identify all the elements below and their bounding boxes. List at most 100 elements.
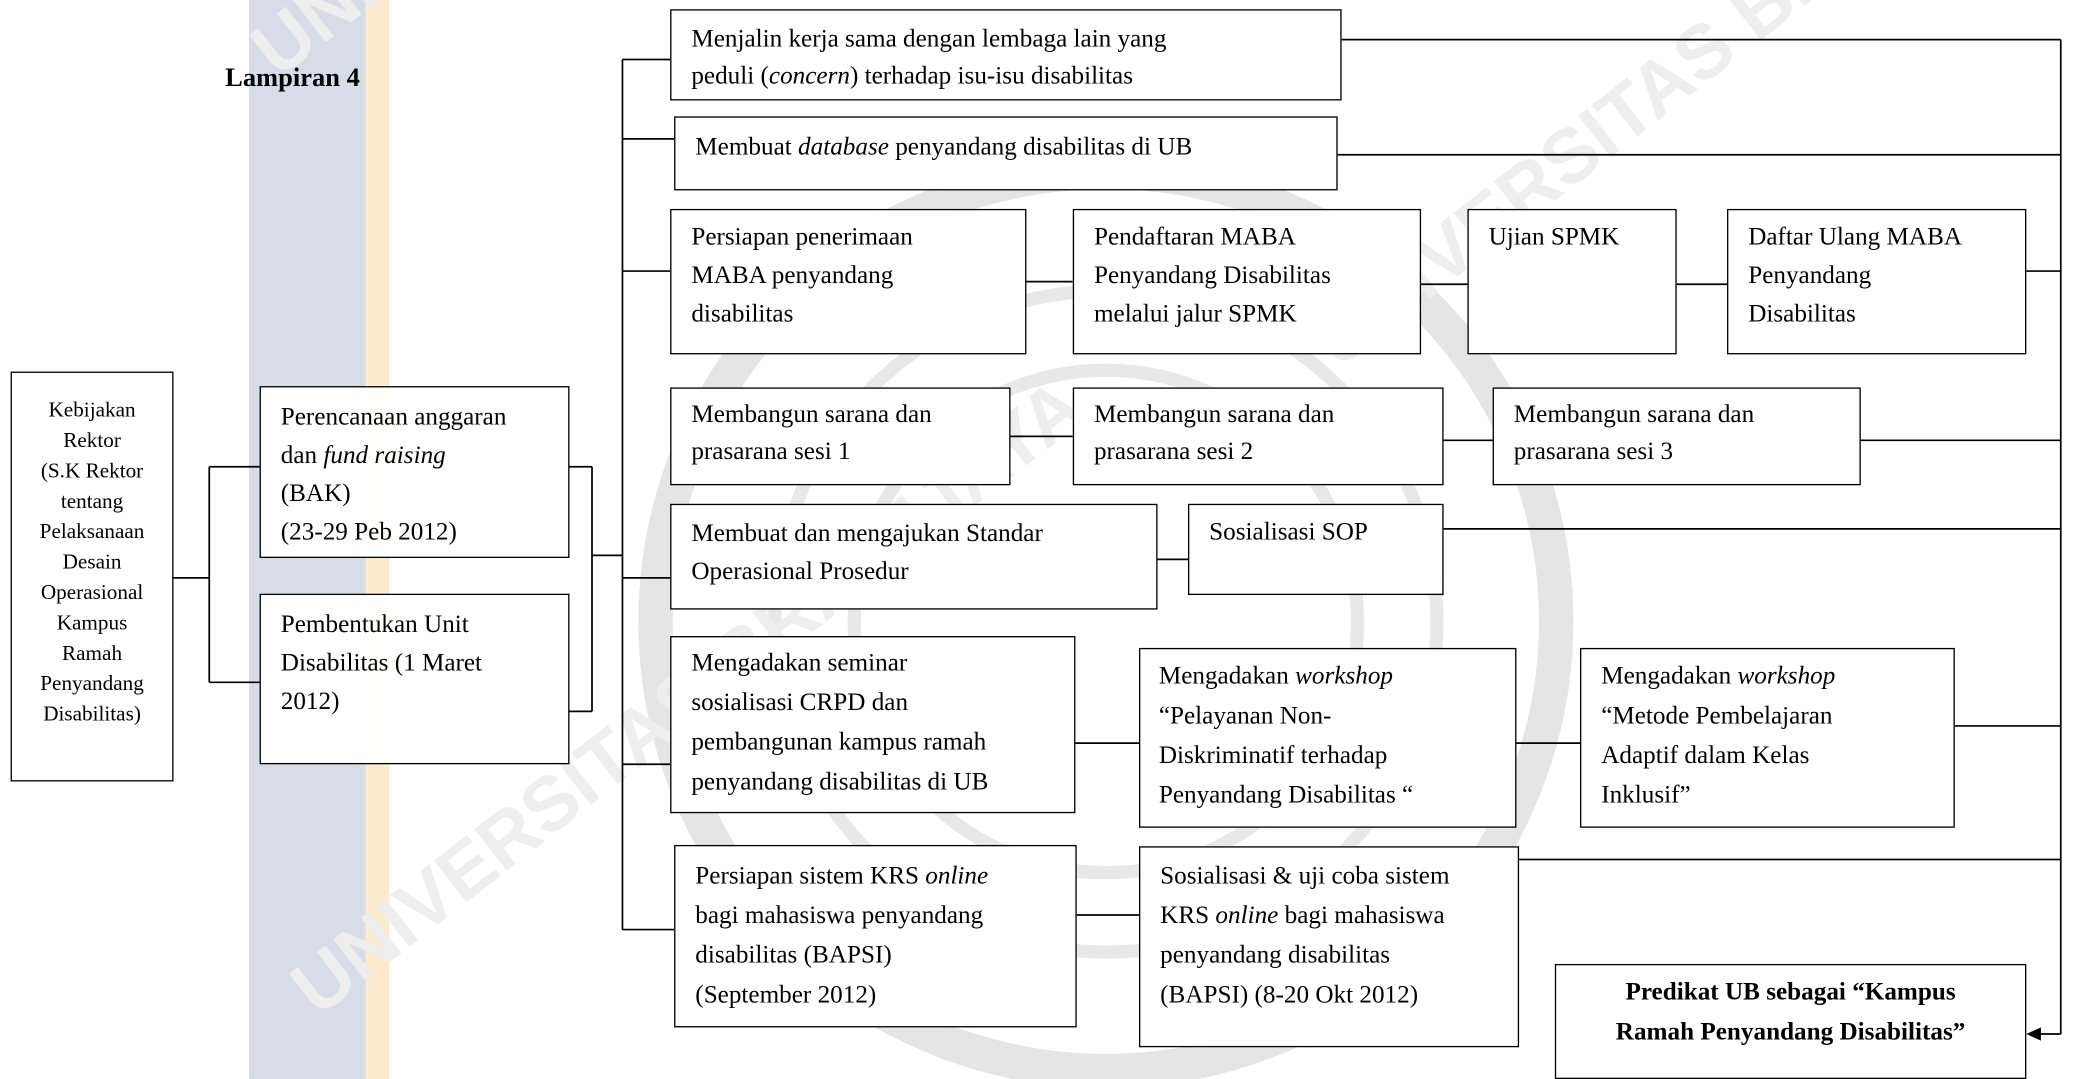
text-run: Membuat <box>695 133 799 162</box>
text-run: Persiapan penerimaan <box>691 223 913 252</box>
text-run: disabilitas <box>691 300 794 328</box>
box-line: (BAK) <box>281 475 555 513</box>
box-krs-prep: Persiapan sistem KRS online bagi mahasisw… <box>674 844 1077 1028</box>
box-line: Pelaksanaan <box>39 520 145 544</box>
text-run: Membangun sarana dan <box>691 400 932 429</box>
box-line: Sosialisasi SOP <box>1209 513 1429 551</box>
text-run: dan <box>280 441 324 470</box>
box-line: Membangun sarana dan <box>1094 397 1429 434</box>
italic-term: online <box>1215 901 1279 930</box>
text-run: “Metode Pembelajaran <box>1601 702 1833 730</box>
italic-term: online <box>925 862 989 890</box>
text-run: MABA penyandang <box>691 261 894 290</box>
box-line: penyandang disabilitas <box>1160 936 1504 976</box>
box-line: peduli (concern) terhadap isu-isu disabi… <box>691 58 1327 95</box>
box-line: Desain <box>62 551 122 574</box>
box-facility-2: Membangun sarana dan prasarana sesi 2 <box>1072 387 1444 486</box>
text-run: Inklusif” <box>1601 781 1691 810</box>
box-line: sosialisasi CRPD dan <box>691 684 1061 724</box>
box-database: Membuat database penyandang disabilitas … <box>674 116 1338 191</box>
text-run: bagi mahasiswa <box>1278 901 1445 930</box>
box-line: Predikat UB sebagai “Kampus <box>1567 973 2015 1013</box>
box-line: 2012) <box>281 682 555 720</box>
box-line: Kampus <box>56 612 128 635</box>
text-run: Adaptif dalam Kelas <box>1601 741 1810 770</box>
box-line: (BAPSI) (8-20 Okt 2012) <box>1160 976 1504 1016</box>
box-line: Mengadakan seminar <box>691 644 1061 684</box>
text-run: penyandang disabilitas di UB <box>888 133 1193 162</box>
box-line: Penyandang Disabilitas <box>1094 257 1407 295</box>
box-line: Adaptif dalam Kelas <box>1601 737 1940 777</box>
text-run: pembangunan kampus ramah <box>691 728 987 757</box>
text-run: (September 2012) <box>695 981 877 1009</box>
text-run: Mengadakan <box>1158 662 1296 691</box>
text-run: (BAPSI) (8-20 Okt 2012) <box>1160 981 1419 1009</box>
box-line: “Metode Pembelajaran <box>1601 697 1940 737</box>
box-line: prasarana sesi 3 <box>1514 434 1846 471</box>
box-line: Disabilitas) <box>43 703 141 726</box>
box-line: Persiapan penerimaan <box>691 218 1012 256</box>
text-run: Membangun sarana dan <box>1513 400 1755 429</box>
box-line: disabilitas (BAPSI) <box>695 936 1062 976</box>
text-run: Disabilitas (1 Maret <box>280 649 483 678</box>
text-run: Penyandang Disabilitas “ <box>1158 781 1414 810</box>
box-line: MABA penyandang <box>691 257 1012 295</box>
box-exam: Ujian SPMK <box>1467 208 1677 355</box>
text-run: Operasional Prosedur <box>691 558 909 586</box>
box-line: Disabilitas <box>1748 295 2012 333</box>
box-line: prasarana sesi 2 <box>1094 434 1429 471</box>
italic-term: concern <box>768 62 850 90</box>
box-line: Diskriminatif terhadap <box>1159 737 1502 777</box>
box-seminar: Mengadakan seminar sosialisasi CRPD dan pe… <box>670 636 1076 814</box>
page-title: Lampiran 4 <box>225 63 360 93</box>
box-cooperation: Menjalin kerja sama dengan lembaga lain … <box>670 9 1342 101</box>
box-line: Penyandang Disabilitas “ <box>1159 776 1502 816</box>
box-line: Pembentukan Unit <box>281 606 555 644</box>
box-line: Persiapan sistem KRS online <box>695 857 1062 897</box>
box-line: Menjalin kerja sama dengan lembaga lain … <box>691 21 1327 58</box>
text-run: Predikat UB sebagai “Kampus <box>1625 978 1956 1007</box>
text-run: Penyandang <box>1748 261 1872 290</box>
text-run: ) terhadap isu-isu disabilitas <box>849 62 1134 90</box>
box-line: Daftar Ulang MABA <box>1748 218 2012 256</box>
box-line: Sosialisasi & uji coba sistem <box>1160 857 1504 897</box>
text-run: (23-29 Peb 2012) <box>280 518 457 547</box>
box-line: Disabilitas (1 Maret <box>281 644 555 682</box>
text-run: Ramah Penyandang Disabilitas” <box>1615 1018 1966 1046</box>
box-line: bagi mahasiswa penyandang <box>695 897 1062 937</box>
text-run: melalui jalur SPMK <box>1093 300 1297 328</box>
box-line: prasarana sesi 1 <box>691 434 996 471</box>
box-line: Membangun sarana dan <box>1514 397 1846 434</box>
text-run: (BAK) <box>280 479 351 508</box>
box-facility-1: Membangun sarana dan prasarana sesi 1 <box>670 387 1011 486</box>
box-line: Membangun sarana dan <box>691 397 996 434</box>
box-line: disabilitas <box>691 295 1012 333</box>
box-line: Penyandang <box>1748 257 2012 295</box>
box-line: Operasional <box>40 581 144 605</box>
box-sop-socialization: Sosialisasi SOP <box>1187 503 1444 596</box>
box-line: (S.K Rektor <box>40 460 144 483</box>
text-run: sosialisasi CRPD dan <box>691 688 909 717</box>
box-line: Rektor <box>63 429 121 453</box>
box-line: melalui jalur SPMK <box>1094 295 1407 333</box>
text-run: Sosialisasi SOP <box>1209 518 1368 547</box>
text-run: bagi mahasiswa penyandang <box>695 901 984 930</box>
box-line: Kebijakan <box>48 399 136 422</box>
box-line: Ramah Penyandang Disabilitas” <box>1567 1013 2015 1053</box>
text-run: Membangun sarana dan <box>1093 400 1335 429</box>
text-run: 2012) <box>280 687 340 716</box>
text-run: Diskriminatif terhadap <box>1158 741 1388 770</box>
text-run: Disabilitas <box>1748 300 1856 328</box>
text-run: KRS <box>1160 901 1216 930</box>
text-run: disabilitas (BAPSI) <box>695 941 892 970</box>
text-run: Sosialisasi & uji coba sistem <box>1160 862 1450 890</box>
